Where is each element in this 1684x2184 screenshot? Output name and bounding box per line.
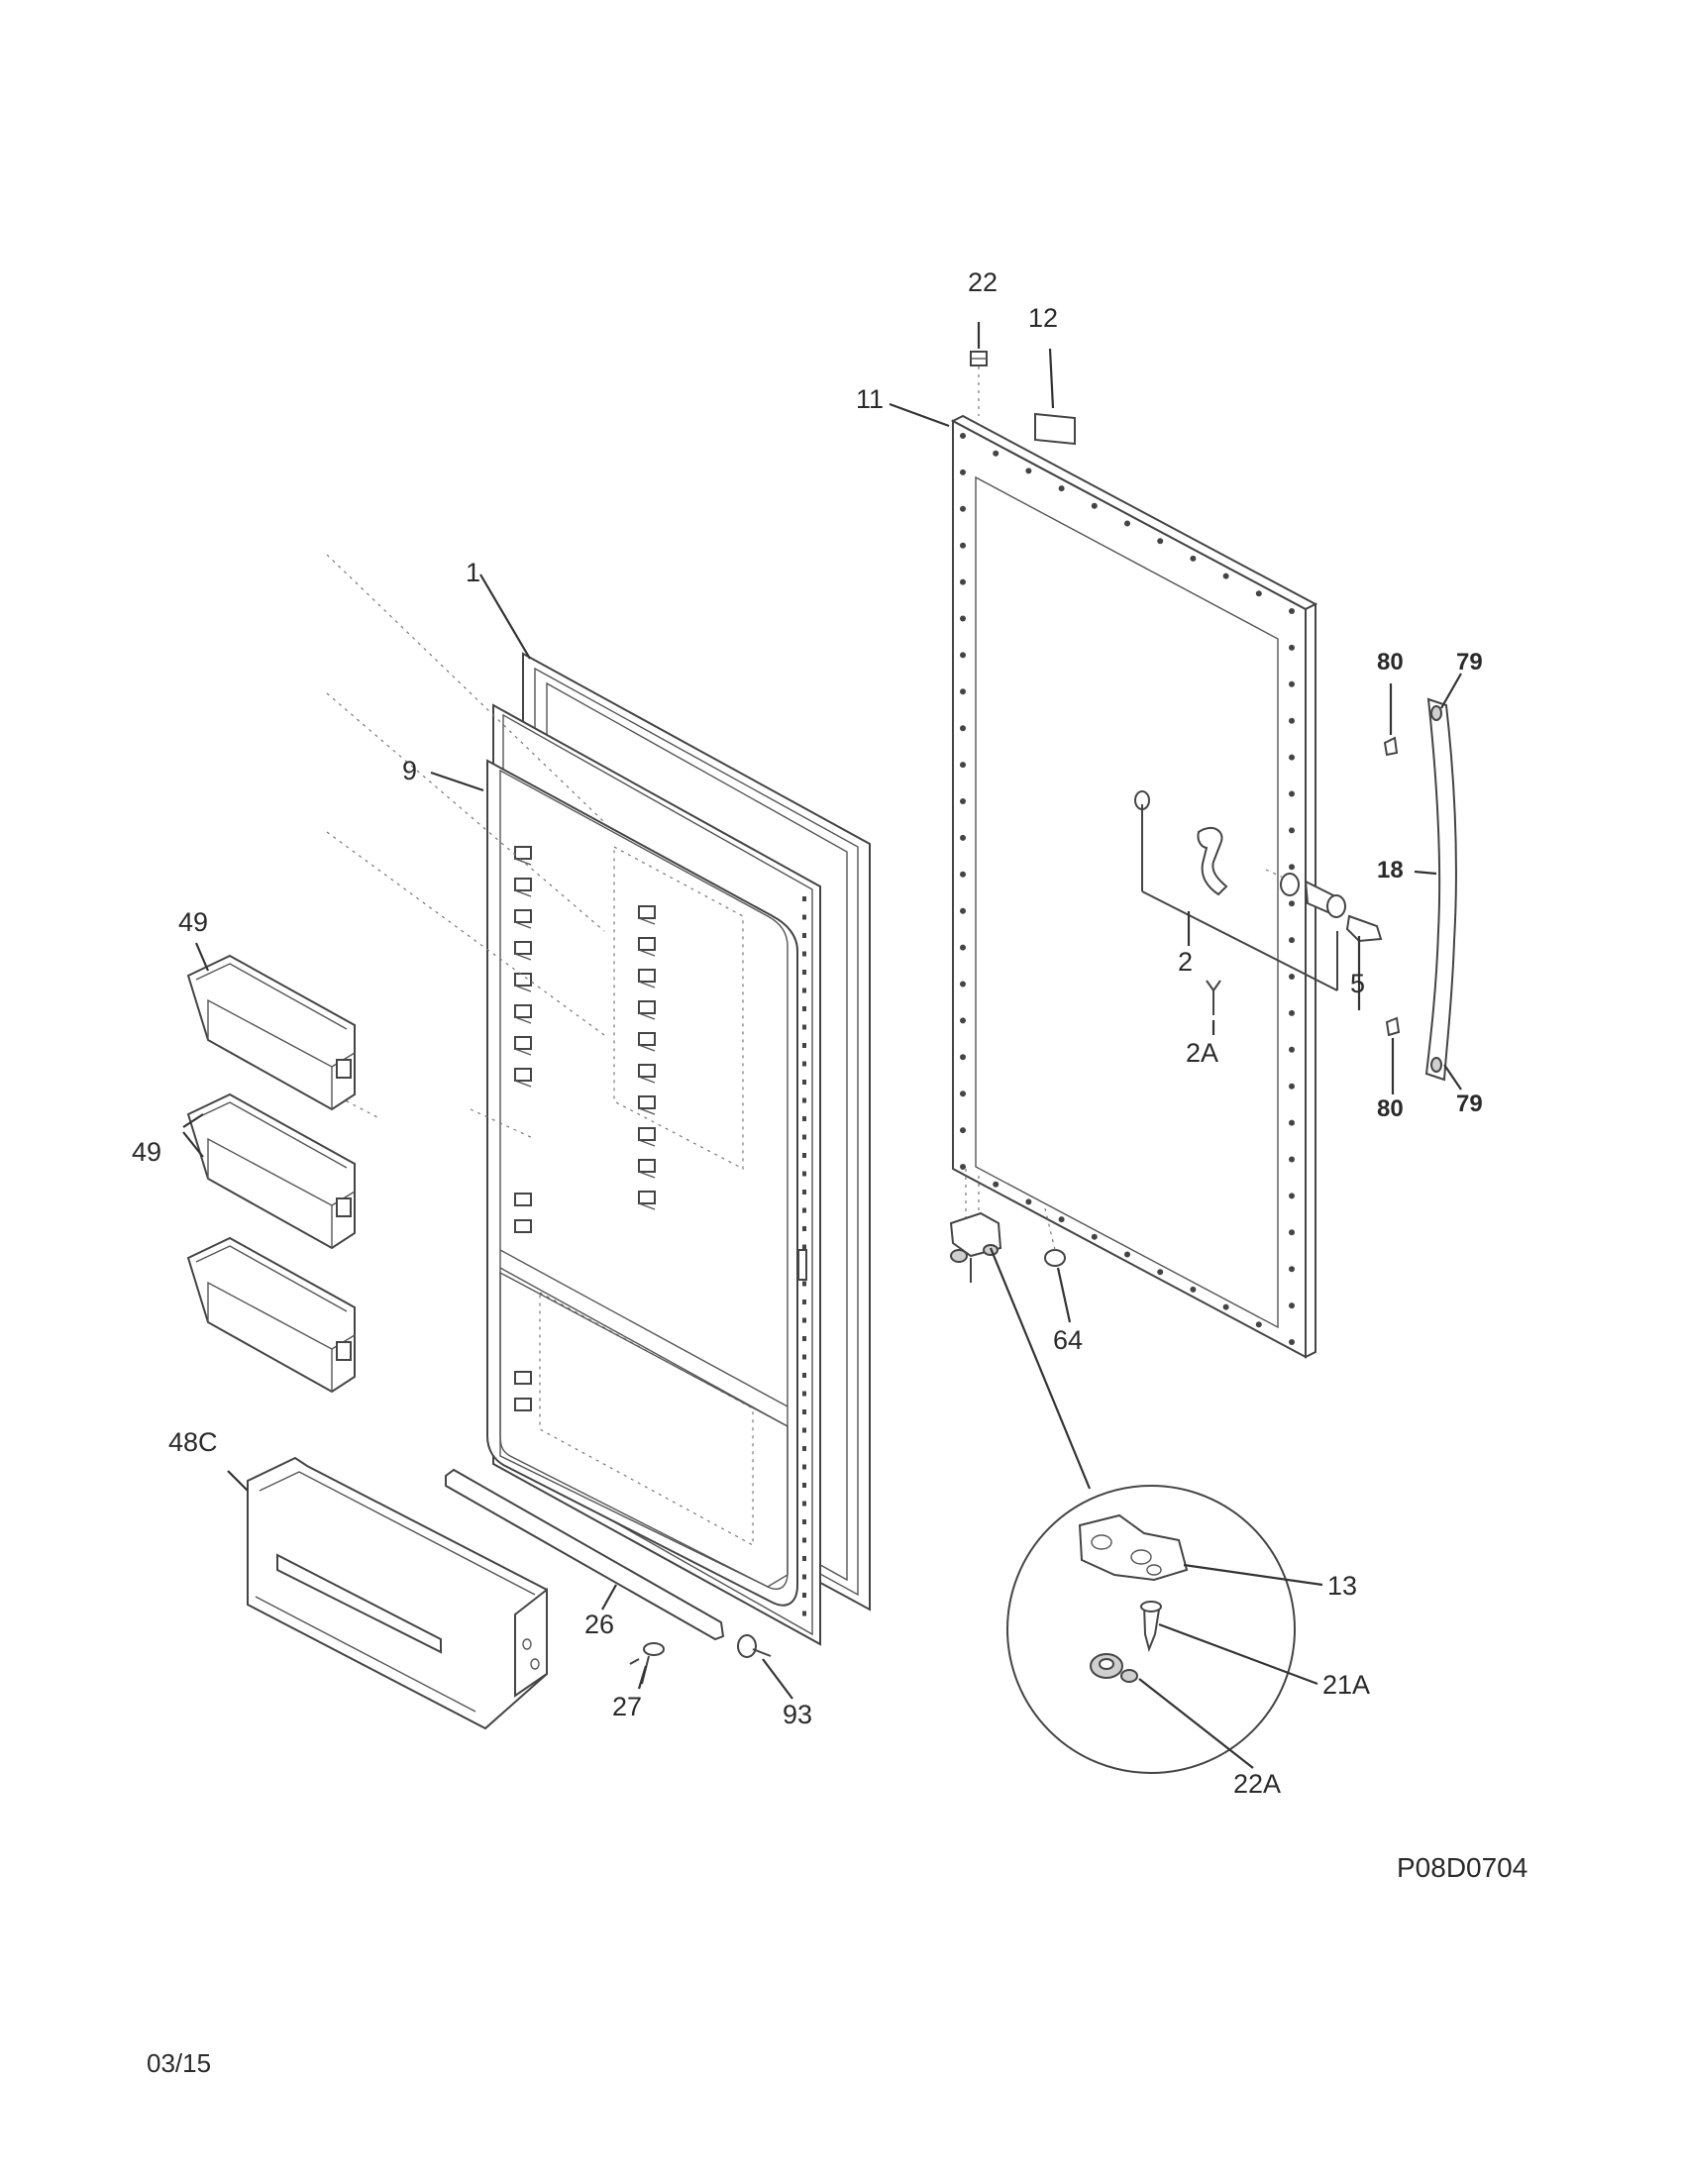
inner-door-liner xyxy=(486,703,821,1646)
lock-assembly xyxy=(1134,790,1383,1015)
callout-21A: 21A xyxy=(1322,1670,1371,1700)
callout-49-top: 49 xyxy=(178,907,209,937)
callout-48C: 48C xyxy=(168,1427,218,1457)
callout-22A: 22A xyxy=(1233,1769,1282,1799)
callout-93: 93 xyxy=(783,1700,813,1729)
callout-13: 13 xyxy=(1327,1571,1358,1601)
door-bins xyxy=(186,954,356,1394)
callout-79-bottom: 79 xyxy=(1456,1091,1483,1117)
callout-26: 26 xyxy=(584,1610,615,1639)
callout-79-top: 79 xyxy=(1456,649,1483,676)
lower-hinge xyxy=(949,1169,1066,1283)
bottom-trim-strip xyxy=(445,1468,725,1641)
callout-27: 27 xyxy=(612,1692,643,1721)
outer-door-panel xyxy=(950,414,1318,1359)
callout-2: 2 xyxy=(1178,947,1194,977)
plug-button xyxy=(970,351,988,416)
callout-64: 64 xyxy=(1053,1325,1084,1355)
callout-18: 18 xyxy=(1377,857,1404,884)
date-code: 03/15 xyxy=(147,2048,212,2078)
callout-22: 22 xyxy=(968,267,999,297)
large-door-bin xyxy=(247,1456,548,1730)
drawing-code: P08D0704 xyxy=(1397,1852,1528,1883)
label-plate xyxy=(1034,412,1076,446)
screw-93 xyxy=(737,1634,772,1658)
callout-9: 9 xyxy=(402,756,418,785)
callout-12: 12 xyxy=(1028,303,1059,333)
callout-11: 11 xyxy=(856,384,885,414)
callout-80-bottom: 80 xyxy=(1377,1095,1404,1122)
door-handle xyxy=(1383,697,1457,1082)
screw-27 xyxy=(629,1642,665,1685)
callout-49-side: 49 xyxy=(132,1137,162,1167)
callout-80-top: 80 xyxy=(1377,649,1404,676)
hinge-detail-circle xyxy=(1006,1485,1296,1774)
callout-5: 5 xyxy=(1350,969,1366,998)
callout-2A: 2A xyxy=(1186,1038,1219,1068)
callout-1: 1 xyxy=(466,558,481,587)
leader-lines xyxy=(182,322,1462,1769)
